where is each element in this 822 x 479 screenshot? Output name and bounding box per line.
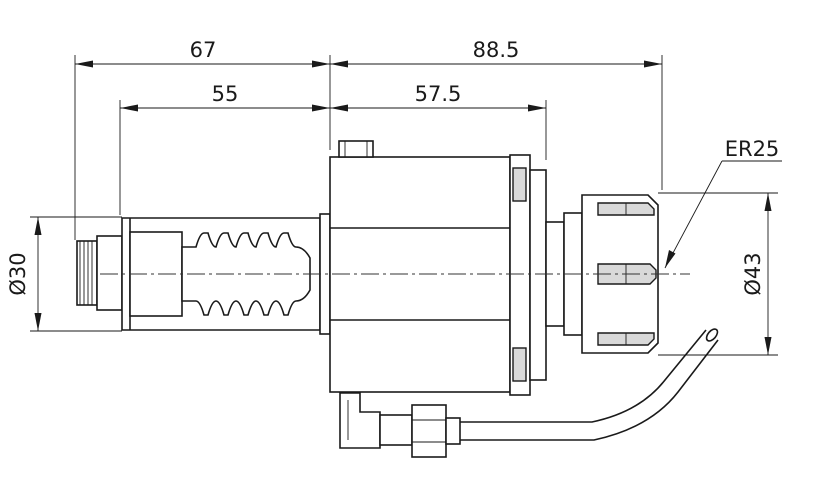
- dim-nut-diameter: Ø43: [741, 252, 765, 295]
- coolant-fitting: [339, 392, 461, 458]
- dim-shank-diameter: Ø30: [6, 252, 30, 295]
- coolant-pipe: [460, 328, 719, 441]
- spline-drive: [76, 235, 123, 311]
- shank-diameter-dimension: [30, 216, 122, 332]
- dim-body-left: 55: [212, 82, 239, 106]
- dim-body-right: 57.5: [415, 82, 462, 106]
- top-dimensions: [74, 55, 663, 240]
- dim-overall-left: 67: [190, 38, 217, 62]
- collet-leader: [664, 160, 782, 269]
- dim-overall-right: 88.5: [473, 38, 520, 62]
- nut-diameter-dimension: [658, 192, 778, 356]
- tool-body: [329, 140, 565, 396]
- collet-type-label: ER25: [725, 137, 780, 161]
